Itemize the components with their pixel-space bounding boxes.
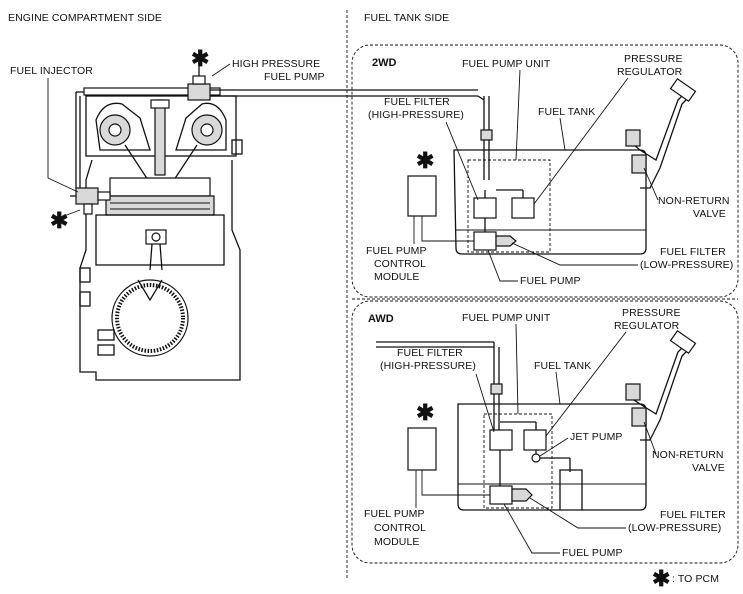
fuel-pump-awd <box>489 485 513 505</box>
hp-pump-label-1: HIGH PRESSURE <box>232 58 320 70</box>
panel-2wd-title: 2WD <box>372 57 397 69</box>
crankshaft-pulley <box>111 279 189 357</box>
engine-block <box>79 159 241 381</box>
pressure-regulator-label-2wd-2: REGULATOR <box>617 66 683 78</box>
hp-pump-label-2: FUEL PUMP <box>264 71 325 83</box>
high-pressure-fuel-pump <box>187 66 211 101</box>
legend-text: : TO PCM <box>672 573 719 585</box>
fpcm-label-awd-2: CONTROL <box>374 522 426 534</box>
fuel-filter-hp-label-2wd-1: FUEL FILTER <box>384 96 450 108</box>
fuel-filter-lp-label-2wd-1: FUEL FILTER <box>660 246 726 258</box>
fuel-pump-label-2wd: FUEL PUMP <box>520 275 581 287</box>
fuel-filter-hp-awd <box>489 429 513 451</box>
tank-side-header: FUEL TANK SIDE <box>364 12 449 24</box>
fuel-pump-unit-label-2wd: FUEL PUMP UNIT <box>462 58 551 70</box>
pressure-regulator-2wd <box>511 197 535 219</box>
fuel-filter-hp-label-awd-1: FUEL FILTER <box>397 347 463 359</box>
non-return-valve-awd <box>631 407 647 427</box>
non-return-label-awd-2: VALVE <box>692 462 725 474</box>
legend-asterisk: ✱ <box>652 566 670 591</box>
fuel-filter-lp-label-awd-1: FUEL FILTER <box>660 509 726 521</box>
panel-awd-title: AWD <box>368 313 394 325</box>
pcm-asterisk-hp-pump: ✱ <box>191 46 209 71</box>
pcm-asterisk-injector: ✱ <box>50 208 68 233</box>
pressure-regulator-label-awd-1: PRESSURE <box>622 307 681 319</box>
engine-assembly <box>70 87 243 381</box>
fuel-filter-hp-label-2wd-2: (HIGH-PRESSURE) <box>368 109 464 121</box>
fuel-filter-hp-label-awd-2: (HIGH-PRESSURE) <box>380 360 476 372</box>
fpcm-label-2wd-3: MODULE <box>374 271 420 283</box>
fpcm-label-awd-3: MODULE <box>374 536 420 548</box>
non-return-label-awd-1: NON-RETURN <box>652 449 724 461</box>
panel-awd <box>351 300 739 564</box>
fuel-supply-line <box>75 89 478 188</box>
fuel-filter-lp-label-2wd-2: (LOW-PRESSURE) <box>640 259 733 271</box>
jet-pump-awd <box>531 453 541 463</box>
fuel-tank-label-2wd: FUEL TANK <box>538 106 595 118</box>
fuel-injector-label: FUEL INJECTOR <box>10 65 93 77</box>
pcm-asterisk-awd: ✱ <box>416 400 434 425</box>
fuel-tank-awd <box>457 329 697 511</box>
pressure-regulator-label-2wd-1: PRESSURE <box>624 53 683 65</box>
panel-2wd <box>351 44 739 298</box>
fpcm-awd <box>407 427 437 471</box>
jet-pump-label-awd: JET PUMP <box>570 431 623 443</box>
fuel-pump-2wd <box>473 231 497 251</box>
fuel-pump-unit-2wd <box>467 159 551 253</box>
engine-side-header: ENGINE COMPARTMENT SIDE <box>8 12 162 24</box>
fuel-injector <box>75 187 99 205</box>
fuel-tank-2wd <box>453 77 697 255</box>
fuel-pump-unit-awd <box>483 413 553 509</box>
pcm-asterisk-2wd: ✱ <box>416 148 434 173</box>
fpcm-2wd <box>407 175 437 217</box>
fpcm-label-2wd-1: FUEL PUMP <box>366 245 427 257</box>
non-return-label-2wd-2: VALVE <box>693 208 726 220</box>
fuel-filter-lp-label-awd-2: (LOW-PRESSURE) <box>628 522 721 534</box>
non-return-label-2wd-1: NON-RETURN <box>658 195 730 207</box>
pressure-regulator-awd <box>523 429 547 451</box>
fuel-pump-unit-label-awd: FUEL PUMP UNIT <box>462 312 551 324</box>
non-return-valve-2wd <box>631 154 647 174</box>
fpcm-label-awd-1: FUEL PUMP <box>364 508 425 520</box>
pressure-regulator-label-awd-2: REGULATOR <box>614 320 680 332</box>
fuel-filter-hp-2wd <box>473 197 497 219</box>
fuel-tank-label-awd: FUEL TANK <box>534 360 591 372</box>
fpcm-label-2wd-2: CONTROL <box>374 258 426 270</box>
fuel-pump-label-awd: FUEL PUMP <box>562 547 623 559</box>
